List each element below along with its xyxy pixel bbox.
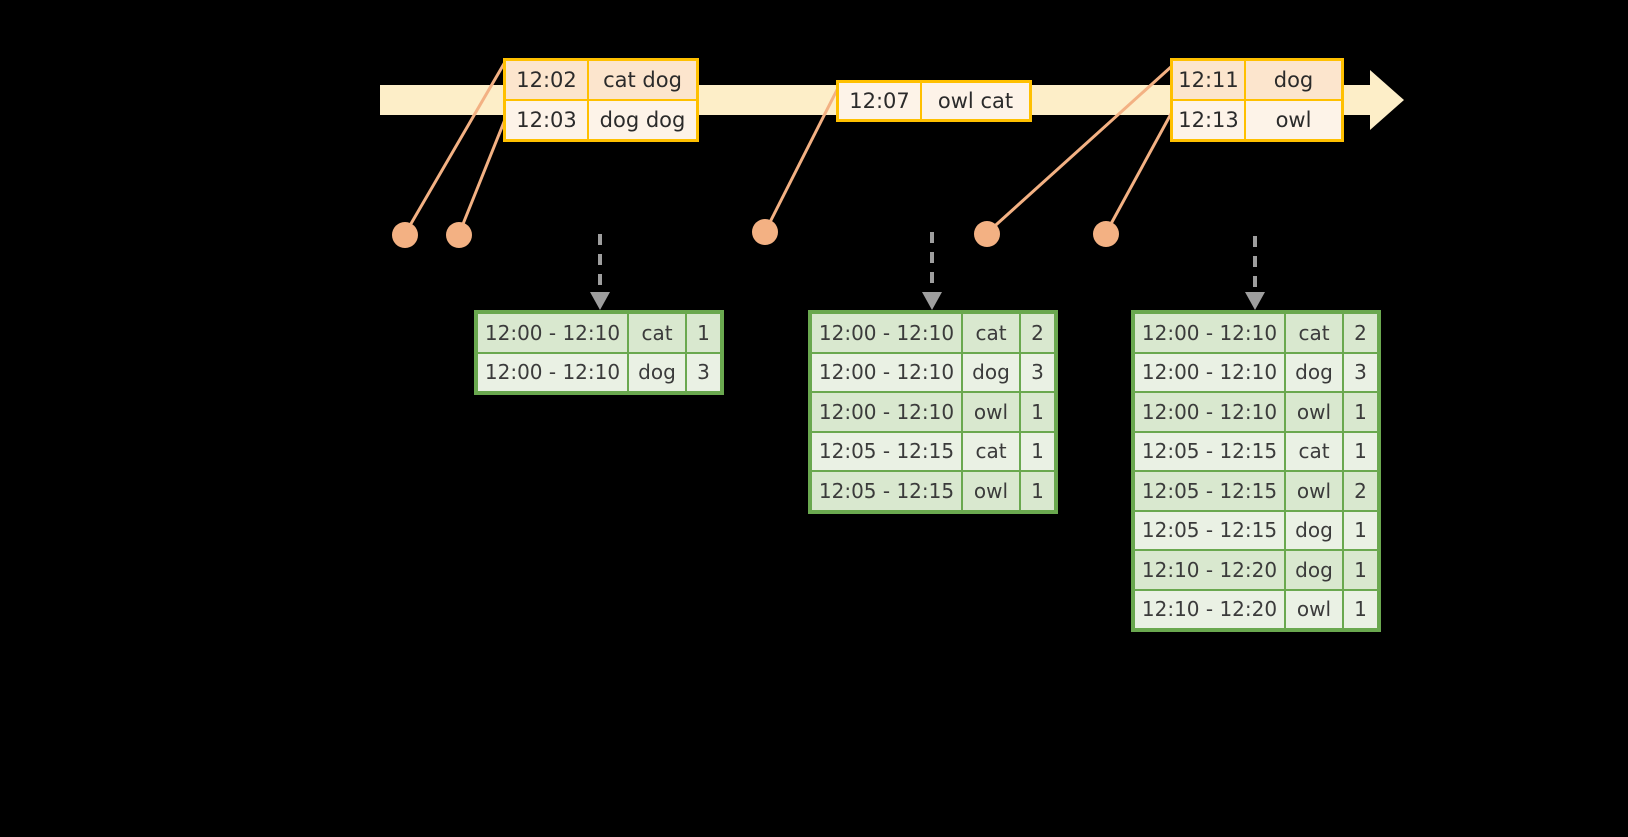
cell-window: 12:00 - 12:10: [1135, 393, 1286, 431]
cell-count: 1: [1344, 511, 1377, 549]
cell-count: 1: [1021, 472, 1054, 510]
cell-word: dog: [629, 353, 687, 391]
event-value: owl: [1246, 101, 1341, 139]
cell-count: 1: [687, 314, 720, 352]
flow-arrow-head-2: [922, 292, 942, 310]
connector-dot-4: [974, 221, 1000, 247]
cell-count: 1: [1344, 432, 1377, 470]
event-time: 12:02: [506, 61, 589, 99]
cell-word: cat: [963, 432, 1021, 470]
cell-window: 12:05 - 12:15: [812, 432, 963, 470]
event-row: 12:11 dog: [1173, 61, 1341, 99]
event-box-1[interactable]: 12:02 cat dog 12:03 dog dog: [503, 58, 699, 142]
cell-word: dog: [1286, 511, 1344, 549]
event-time: 12:03: [506, 101, 589, 139]
cell-word: dog: [963, 353, 1021, 391]
cell-count: 2: [1021, 314, 1054, 352]
timeline-arrowhead: [1370, 70, 1404, 130]
cell-count: 1: [1344, 590, 1377, 628]
cell-window: 12:05 - 12:15: [1135, 511, 1286, 549]
cell-window: 12:05 - 12:15: [1135, 432, 1286, 470]
event-row: 12:13 owl: [1173, 99, 1341, 139]
connector-dot-5: [1093, 221, 1119, 247]
cell-count: 1: [1344, 551, 1377, 589]
cell-count: 1: [1344, 393, 1377, 431]
connector-dot-1: [392, 222, 418, 248]
cell-word: cat: [963, 314, 1021, 352]
cell-word: owl: [963, 472, 1021, 510]
cell-word: owl: [1286, 472, 1344, 510]
cell-count: 3: [1344, 353, 1377, 391]
cell-count: 1: [1021, 432, 1054, 470]
cell-word: owl: [1286, 393, 1344, 431]
cell-word: owl: [1286, 590, 1344, 628]
cell-word: dog: [1286, 353, 1344, 391]
connector-line-5: [1104, 111, 1174, 234]
cell-window: 12:00 - 12:10: [812, 393, 963, 431]
cell-count: 3: [1021, 353, 1054, 391]
event-box-2[interactable]: 12:07 owl cat: [836, 80, 1032, 122]
cell-window: 12:00 - 12:10: [1135, 353, 1286, 391]
cell-word: cat: [629, 314, 687, 352]
cell-window: 12:00 - 12:10: [812, 353, 963, 391]
event-box-3[interactable]: 12:11 dog 12:13 owl: [1170, 58, 1344, 142]
cell-window: 12:00 - 12:10: [478, 314, 629, 352]
cell-window: 12:10 - 12:20: [1135, 551, 1286, 589]
event-time: 12:13: [1173, 101, 1246, 139]
connector-dot-2: [446, 222, 472, 248]
event-value: dog: [1246, 61, 1341, 99]
cell-window: 12:00 - 12:10: [478, 353, 629, 391]
cell-window: 12:00 - 12:10: [812, 314, 963, 352]
cell-word: owl: [963, 393, 1021, 431]
cell-count: 2: [1344, 472, 1377, 510]
cell-count: 3: [687, 353, 720, 391]
event-row: 12:03 dog dog: [506, 99, 696, 139]
connector-line-2: [457, 111, 510, 235]
connector-dot-3: [752, 219, 778, 245]
event-value: owl cat: [922, 83, 1029, 119]
event-value: dog dog: [589, 101, 696, 139]
cell-window: 12:10 - 12:20: [1135, 590, 1286, 628]
cell-window: 12:05 - 12:15: [1135, 472, 1286, 510]
flow-arrow-head-3: [1245, 292, 1265, 310]
cell-word: cat: [1286, 314, 1344, 352]
cell-count: 1: [1021, 393, 1054, 431]
event-time: 12:11: [1173, 61, 1246, 99]
cell-window: 12:05 - 12:15: [812, 472, 963, 510]
event-row: 12:02 cat dog: [506, 61, 696, 99]
cell-window: 12:00 - 12:10: [1135, 314, 1286, 352]
event-row: 12:07 owl cat: [839, 83, 1029, 119]
flow-arrow-head-1: [590, 292, 610, 310]
event-time: 12:07: [839, 83, 922, 119]
event-value: cat dog: [589, 61, 696, 99]
cell-count: 2: [1344, 314, 1377, 352]
cell-word: cat: [1286, 432, 1344, 470]
cell-word: dog: [1286, 551, 1344, 589]
